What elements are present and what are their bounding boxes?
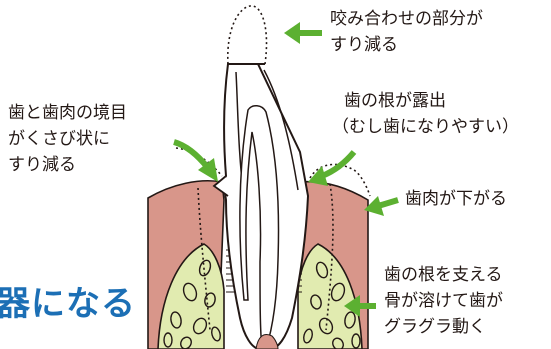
arrow-neck-wear	[174, 142, 218, 182]
label-root-exposed: 歯の根が露出 （むし歯になりやすい）	[332, 88, 519, 140]
label-line: すり減る	[330, 32, 483, 58]
label-gum-recede: 歯肉が下がる	[405, 186, 507, 212]
label-line: 歯の根を支える	[384, 262, 503, 288]
arrow-gum-recede	[364, 196, 398, 216]
label-bone-loss: 歯の根を支える 骨が溶けて歯が グラグラ動く	[384, 262, 503, 340]
label-line: 歯と歯肉の境目	[8, 100, 127, 126]
label-line: 歯の根が露出	[332, 88, 519, 114]
arrow-crown-wear	[284, 22, 322, 44]
label-line: がくさび状に	[8, 126, 127, 152]
page-heading: 器になる	[0, 276, 136, 325]
label-line: 歯肉が下がる	[405, 186, 507, 212]
label-crown-wear: 咬み合わせの部分が すり減る	[330, 6, 483, 58]
label-line: グラグラ動く	[384, 314, 503, 340]
label-line: 骨が溶けて歯が	[384, 288, 503, 314]
label-line: すり減る	[8, 152, 127, 178]
arrow-root-exposed	[308, 152, 354, 186]
label-neck-wear: 歯と歯肉の境目 がくさび状に すり減る	[8, 100, 127, 178]
label-line: （むし歯になりやすい）	[332, 114, 519, 140]
label-line: 咬み合わせの部分が	[330, 6, 483, 32]
